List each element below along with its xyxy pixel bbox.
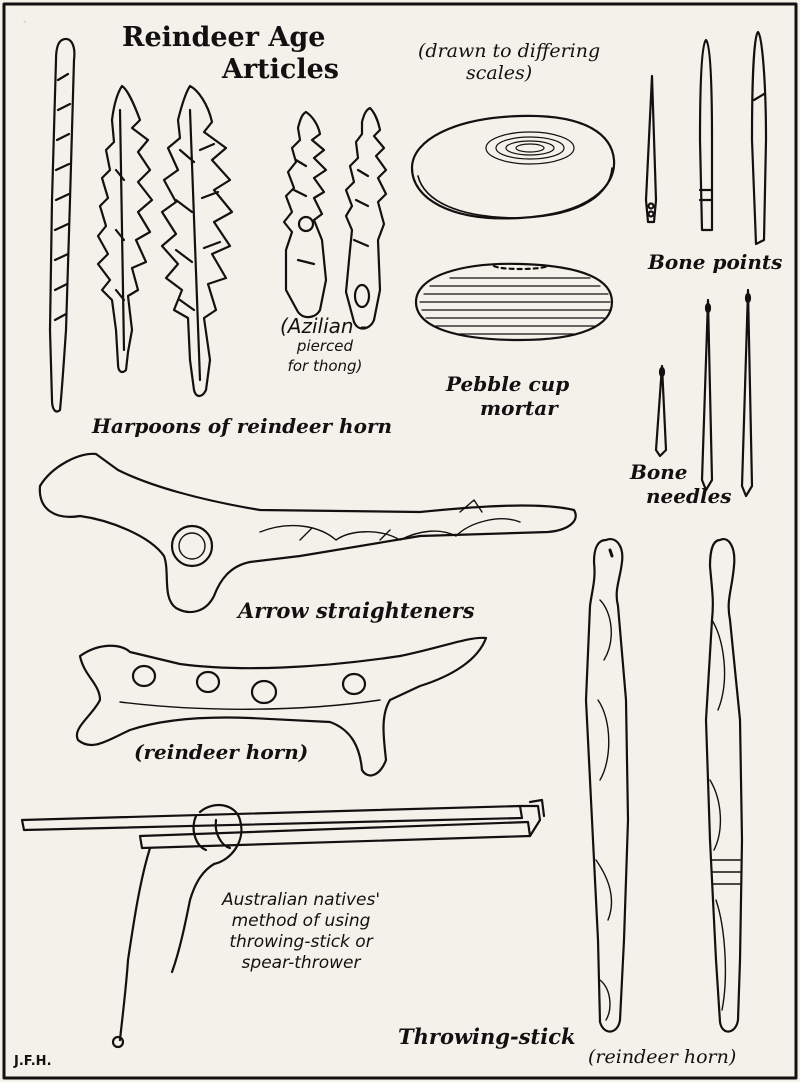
harpoon-1-drawing bbox=[48, 37, 76, 413]
bone-needles-drawing bbox=[654, 288, 754, 498]
pebble-section-drawing bbox=[414, 262, 614, 342]
harpoon-2-drawing bbox=[96, 84, 154, 374]
label-australian-method: Australian natives' method of using thro… bbox=[222, 890, 380, 974]
label-pebble-line-2: mortar bbox=[480, 396, 558, 420]
azilian-harpoon-2-drawing bbox=[344, 106, 388, 330]
label-pebble-mortar: Pebble cup mortar bbox=[446, 372, 569, 420]
arrow-straightener-1-drawing bbox=[38, 452, 577, 614]
label-harpoons: Harpoons of reindeer horn bbox=[92, 414, 393, 438]
plate-subtitle-line-1: (drawn to differing bbox=[418, 40, 601, 62]
throwing-stick-1-drawing bbox=[584, 538, 630, 1033]
plate-title-line-1: Reindeer Age bbox=[122, 22, 326, 53]
label-bone-points: Bone points bbox=[648, 250, 783, 274]
label-throwing-stick: Throwing-stick bbox=[398, 1024, 576, 1049]
label-azilian: (Azilian – pierced for thong) bbox=[280, 316, 370, 376]
harpoon-3-drawing bbox=[160, 84, 234, 398]
label-pebble-line-1: Pebble cup bbox=[446, 372, 570, 396]
label-azilian-line-3: for thong) bbox=[287, 357, 363, 375]
artist-signature: J.F.H. bbox=[14, 1054, 52, 1069]
label-reindeer-horn-1: (reindeer horn) bbox=[134, 740, 309, 764]
pebble-top-drawing bbox=[410, 114, 616, 220]
plate-title: Reindeer Age Articles bbox=[122, 22, 339, 86]
label-australian-line-2: method of using bbox=[231, 911, 371, 931]
bone-points-drawing bbox=[644, 30, 768, 246]
arrow-straightener-2-drawing bbox=[75, 636, 488, 777]
label-azilian-line-2: pierced bbox=[296, 337, 354, 355]
label-needles-line-1: Bone bbox=[630, 460, 688, 484]
label-australian-line-1: Australian natives' bbox=[222, 890, 381, 910]
label-australian-line-4: spear-thrower bbox=[241, 953, 361, 973]
azilian-harpoon-1-drawing bbox=[282, 110, 328, 319]
plate-subtitle: (drawn to differing scales) bbox=[418, 40, 600, 84]
label-arrow-straighteners: Arrow straighteners bbox=[238, 598, 475, 623]
label-australian-line-3: throwing-stick or bbox=[229, 932, 373, 952]
throwing-stick-2-drawing bbox=[704, 538, 744, 1033]
label-bone-needles: Bone needles bbox=[630, 460, 732, 508]
throwing-stick-hand-drawing bbox=[20, 798, 546, 1049]
plate-subtitle-line-2: scales) bbox=[466, 62, 533, 84]
label-azilian-line-1: (Azilian – bbox=[280, 314, 370, 338]
label-reindeer-horn-2: (reindeer horn) bbox=[588, 1046, 737, 1068]
label-needles-line-2: needles bbox=[646, 484, 732, 508]
plate-title-line-2: Articles bbox=[222, 54, 339, 85]
